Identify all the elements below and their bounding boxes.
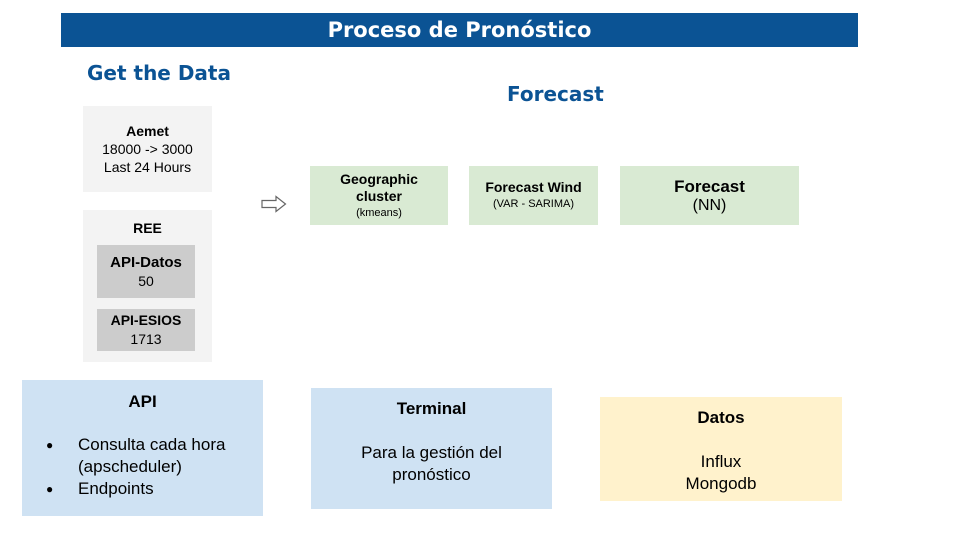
geographic-cluster-box: Geographic cluster (kmeans)	[310, 166, 448, 225]
terminal-line1: Para la gestión del	[361, 443, 502, 462]
terminal-title: Terminal	[396, 399, 467, 418]
api-box: API ● Consulta cada hora (apscheduler) ●…	[22, 380, 263, 516]
datos-box: Datos Influx Mongodb	[600, 397, 842, 501]
forecast-wind-title: Forecast Wind	[485, 179, 582, 195]
page-title: Proceso de Pronóstico	[327, 18, 592, 42]
datos-line1: Influx	[700, 452, 742, 471]
datos-title: Datos	[697, 408, 745, 427]
header-title-bar: Proceso de Pronóstico	[61, 13, 858, 47]
terminal-line2: pronóstico	[392, 465, 471, 484]
api-item-text: (apscheduler)	[78, 457, 182, 476]
api-title: API	[128, 392, 157, 411]
api-esios-value: 1713	[130, 331, 162, 347]
forecast-wind-box: Forecast Wind (VAR - SARIMA)	[469, 166, 598, 225]
api-datos-value: 50	[138, 272, 154, 289]
bullet-icon: ●	[46, 438, 54, 452]
forecast-wind-sub: (VAR - SARIMA)	[492, 198, 575, 210]
ree-box: REE API-Datos 50 API-ESIOS 1713	[83, 210, 212, 362]
api-bullet-list: ● Consulta cada hora (apscheduler) ● End…	[44, 434, 259, 500]
terminal-box: Terminal Para la gestión del pronóstico	[311, 388, 552, 509]
geo-line1: Geographic	[340, 170, 418, 187]
section-heading-get-data: Get the Data	[87, 61, 231, 85]
aemet-line2: Last 24 Hours	[103, 159, 192, 175]
geo-line2: cluster	[356, 187, 402, 204]
aemet-title: Aemet	[126, 123, 169, 139]
list-item: ● Endpoints	[44, 478, 259, 500]
aemet-line1: 18000 -> 3000	[102, 141, 193, 157]
geo-sub: (kmeans)	[356, 206, 402, 219]
ree-title: REE	[133, 220, 162, 236]
aemet-box: Aemet 18000 -> 3000 Last 24 Hours	[83, 106, 212, 192]
bullet-icon: ●	[46, 482, 54, 496]
section-heading-forecast: Forecast	[507, 82, 604, 106]
forecast-nn-box: Forecast (NN)	[620, 166, 799, 225]
api-esios-box: API-ESIOS 1713	[97, 309, 195, 351]
forecast-nn-sub: (NN)	[692, 196, 727, 214]
api-item-text: Consulta cada hora	[78, 435, 226, 454]
api-datos-label: API-Datos	[110, 253, 182, 271]
api-esios-label: API-ESIOS	[110, 312, 182, 328]
forecast-nn-title: Forecast	[674, 176, 745, 196]
api-datos-box: API-Datos 50	[97, 245, 195, 298]
list-item: ● Consulta cada hora (apscheduler)	[44, 434, 259, 478]
datos-line2: Mongodb	[685, 474, 757, 493]
api-item-text: Endpoints	[78, 479, 154, 498]
right-arrow-icon	[261, 195, 287, 213]
